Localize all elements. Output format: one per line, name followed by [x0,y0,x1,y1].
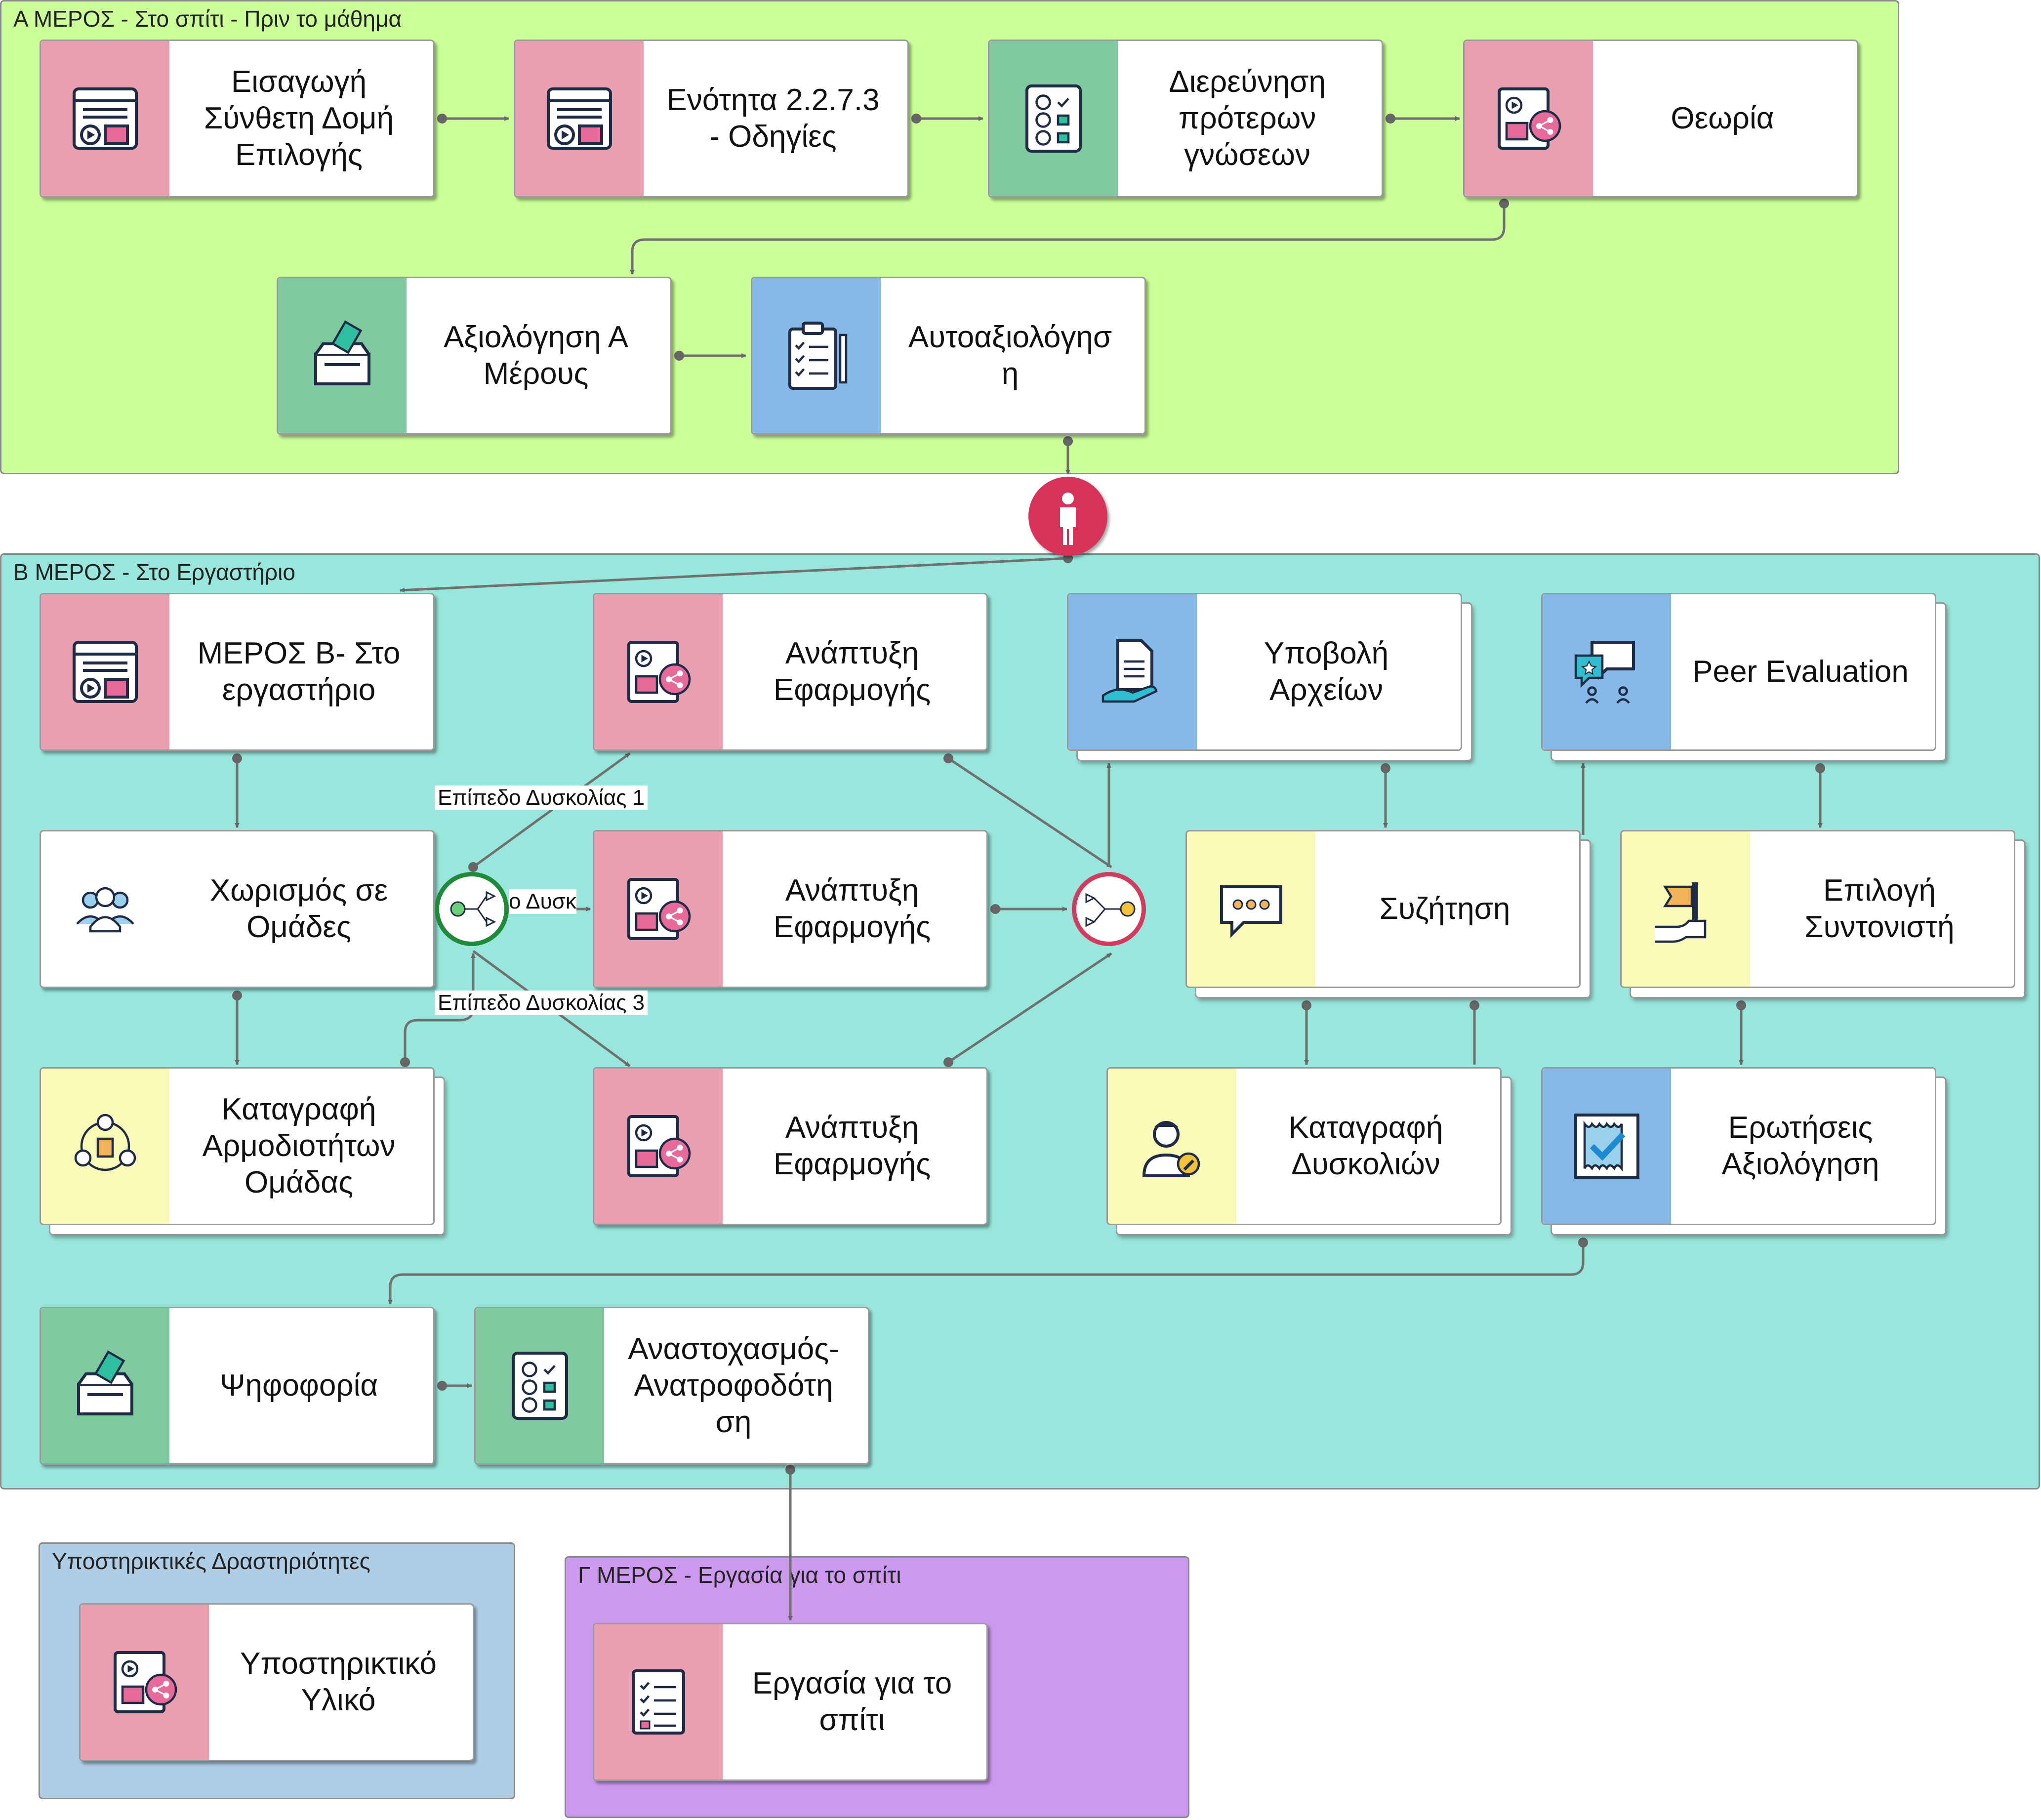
edge-label-level-3: Επίπεδο Δυσκολίας 3 [435,991,648,1015]
node-difficulties-log-label: Καταγραφή Δυσκολιών [1288,1111,1443,1181]
node-peer-evaluation[interactable]: Peer Evaluation [1541,593,1936,751]
edge-b6-merge [947,952,1112,1064]
node-part-a-assessment[interactable]: Αξιολόγηση Α Μέρους [277,277,672,435]
edge-b12-b13 [388,1242,1585,1305]
person-icon [1060,493,1076,545]
node-coordinator-selection-label: Επιλογή Συντονιστή [1804,873,1955,944]
edge-person-b1 [400,557,1068,593]
node-difficulties-log[interactable]: Καταγραφή Δυσκολιών [1106,1067,1502,1225]
document-hand-icon [1068,594,1197,749]
node-support-material[interactable]: Υποστηρικτικό Υλικό [79,1603,474,1761]
media-share-icon [594,594,723,749]
zone-d-title: Γ ΜΕΡΟΣ - Εργασία για το σπίτι [578,1562,901,1588]
node-team-roles-label: Καταγραφή Αρμοδιοτήτων Ομάδας [202,1092,396,1200]
node-voting[interactable]: Ψηφοφορία [40,1307,435,1465]
team-roles-icon [41,1069,169,1224]
node-theory[interactable]: Θεωρία [1463,40,1858,198]
edge-a4-a5 [630,205,1506,275]
node-part-a-assessment-label: Αξιολόγηση Α Μέρους [443,320,629,391]
user-edit-icon [1108,1069,1236,1224]
ballot-box-icon [278,278,407,433]
node-peer-evaluation-label: Peer Evaluation [1692,655,1909,689]
group-icon [41,831,169,987]
media-share-icon [594,1069,723,1224]
node-homework[interactable]: Εργασία για το σπίτι [593,1623,988,1781]
ballot-box-icon [41,1308,169,1463]
checkmark-stamp-icon [1543,1069,1671,1224]
node-section-instructions-label: Ενότητα 2.2.7.3 - Οδηγίες [666,83,880,154]
zone-a-title: Α ΜΕΡΟΣ - Στο σπίτι - Πριν το μάθημα [13,6,402,32]
node-split-groups-label: Χωρισμός σε Ομάδες [209,873,388,944]
node-assessment-questions[interactable]: Ερωτήσεις Αξιολόγηση [1541,1067,1936,1225]
merge-gateway-icon [1085,893,1136,927]
chat-rating-icon [1543,594,1671,749]
survey-icon [476,1308,604,1463]
clipboard-checklist-icon [752,278,881,433]
node-homework-label: Εργασία για το σπίτι [752,1666,952,1737]
node-reflection-feedback-label: Αναστοχασμός- Ανατροφοδότη ση [628,1332,839,1439]
node-self-assessment[interactable]: Αυτοαξιολόγησ η [751,277,1146,435]
node-discussion[interactable]: Συζήτηση [1185,830,1581,988]
node-app-dev-3[interactable]: Ανάπτυξη Εφαρμογής [593,1067,988,1225]
split-gateway[interactable] [435,872,509,946]
node-split-groups[interactable]: Χωρισμός σε Ομάδες [40,830,435,988]
video-lesson-icon [41,41,169,196]
node-support-material-label: Υποστηρικτικό Υλικό [240,1647,437,1717]
media-share-icon [594,831,723,987]
node-part-b-lab[interactable]: ΜΕΡΟΣ Β- Στο εργαστήριο [40,593,435,751]
edge-label-level-1: Επίπεδο Δυσκολίας 1 [435,786,648,810]
node-app-dev-2-label: Ανάπτυξη Εφαρμογής [773,873,931,944]
checklist-icon [594,1624,723,1779]
survey-icon [989,41,1118,196]
edge-split-b4 [472,752,631,869]
node-discussion-label: Συζήτηση [1379,892,1510,926]
node-reflection-feedback[interactable]: Αναστοχασμός- Ανατροφοδότη ση [474,1307,869,1465]
node-coordinator-selection[interactable]: Επιλογή Συντονιστή [1620,830,2015,988]
node-assessment-questions-label: Ερωτήσεις Αξιολόγηση [1721,1111,1879,1181]
node-intro-label: Εισαγωγή Σύνθετη Δομή Επιλογής [204,65,394,172]
chat-bubble-icon [1187,831,1315,987]
node-file-submission[interactable]: Υποβολή Αρχείων [1067,593,1462,751]
node-prior-knowledge[interactable]: Διερεύνηση πρότερων γνώσεων [988,40,1383,198]
zone-c-title: Υποστηρικτικές Δραστηριότητες [52,1548,370,1574]
edge-b4-merge [947,757,1112,869]
node-team-roles[interactable]: Καταγραφή Αρμοδιοτήτων Ομάδας [40,1067,435,1225]
node-self-assessment-label: Αυτοαξιολόγησ η [908,320,1112,391]
person-node[interactable] [1028,477,1107,556]
media-share-icon [1465,41,1593,196]
media-share-icon [81,1605,209,1760]
node-voting-label: Ψηφοφορία [219,1368,378,1403]
node-app-dev-1-label: Ανάπτυξη Εφαρμογής [773,636,931,707]
node-app-dev-3-label: Ανάπτυξη Εφαρμογής [773,1111,931,1181]
zone-b-title: Β ΜΕΡΟΣ - Στο Εργαστήριο [13,559,295,585]
split-gateway-icon [450,891,496,927]
edge-label-level-2: ο Δυσκ [509,889,576,914]
node-intro[interactable]: Εισαγωγή Σύνθετη Δομή Επιλογής [40,40,435,198]
node-prior-knowledge-label: Διερεύνηση πρότερων γνώσεων [1169,65,1326,172]
node-app-dev-2[interactable]: Ανάπτυξη Εφαρμογής [593,830,988,988]
node-file-submission-label: Υποβολή Αρχείων [1264,636,1389,707]
video-lesson-icon [515,41,644,196]
hand-flag-icon [1622,831,1750,987]
video-lesson-icon [41,594,169,749]
node-section-instructions[interactable]: Ενότητα 2.2.7.3 - Οδηγίες [514,40,909,198]
node-part-b-lab-label: ΜΕΡΟΣ Β- Στο εργαστήριο [197,636,401,707]
node-app-dev-1[interactable]: Ανάπτυξη Εφαρμογής [593,593,988,751]
node-theory-label: Θεωρία [1671,101,1774,135]
merge-gateway[interactable] [1072,872,1146,946]
